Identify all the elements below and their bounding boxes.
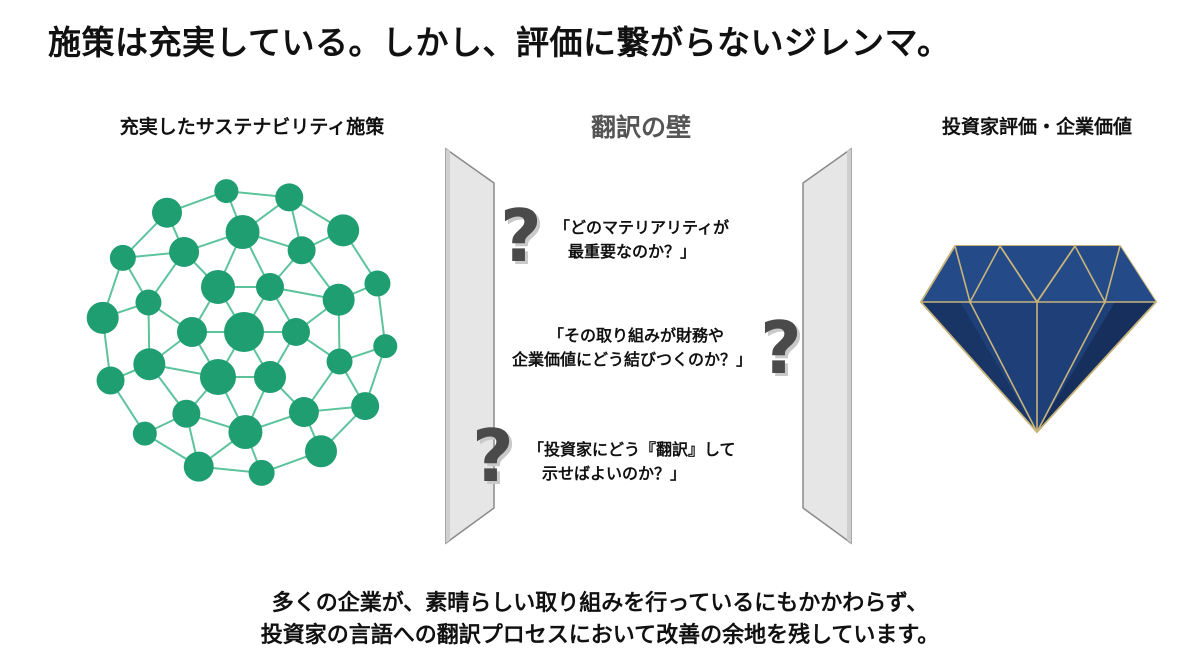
network-node: [322, 283, 355, 316]
network-node: [248, 459, 275, 486]
network-node: [373, 334, 398, 359]
network-node: [109, 244, 136, 271]
network-node: [172, 399, 201, 428]
network-graphic: [86, 179, 398, 486]
question-mark-icon-2: ?: [760, 306, 802, 390]
network-node: [287, 236, 316, 265]
bottom-caption: 多くの企業が、素晴らしい取り組みを行っているにもかかわらず、 投資家の言語への翻…: [0, 588, 1200, 652]
left-wall-edge: [446, 149, 450, 543]
question-1-line-1: 「どのマテリアリティが: [554, 218, 730, 237]
network-node: [254, 361, 286, 394]
network-node: [135, 289, 162, 316]
left-column-label: 充実したサステナビリティ施策: [119, 116, 385, 138]
network-node: [133, 348, 166, 381]
network-node: [326, 348, 353, 375]
network-node: [228, 414, 263, 449]
network-node: [305, 435, 338, 468]
network-node: [86, 301, 119, 334]
question-2-line-2: 企業価値にどう結びつくのか？」: [512, 350, 753, 369]
network-node: [256, 272, 284, 301]
question-3-line-1: 「投資家にどう『翻訳』して: [528, 440, 736, 459]
network-node: [201, 269, 235, 304]
question-1-line-2: 最重要なのか？」: [568, 242, 697, 261]
wall-label: 翻訳の壁: [590, 113, 692, 142]
network-node: [351, 392, 380, 421]
bottom-caption-line-1: 多くの企業が、素晴らしい取り組みを行っているにもかかわらず、: [271, 591, 929, 616]
network-node: [132, 421, 157, 446]
question-mark-icon-3: ?: [472, 414, 514, 498]
right-wall: [802, 147, 852, 545]
network-node: [364, 270, 391, 297]
question-3: 「投資家にどう『翻訳』して 示せばよいのか？」: [528, 438, 736, 486]
network-node: [214, 179, 239, 204]
network-node: [177, 317, 207, 347]
network-node: [327, 214, 360, 247]
network-node: [225, 215, 260, 250]
page-title: 施策は充実している。しかし、評価に繋がらないジレンマ。: [48, 23, 951, 62]
network-node: [224, 312, 264, 352]
network-node: [282, 318, 310, 346]
right-column-label: 投資家評価・企業価値: [941, 116, 1133, 138]
question-mark-icon-1: ?: [500, 194, 542, 278]
question-1: 「どのマテリアリティが 最重要なのか？」: [554, 216, 729, 264]
question-3-line-2: 示せばよいのか？」: [542, 464, 687, 483]
network-node: [200, 359, 236, 396]
network-node: [183, 451, 214, 482]
network-node: [96, 366, 125, 395]
network-node: [151, 197, 182, 228]
network-node: [169, 236, 200, 267]
question-2: 「その取り組みが財務や 企業価値にどう結びつくのか？」: [512, 324, 752, 372]
bottom-caption-line-2: 投資家の言語への翻訳プロセスにおいて改善の余地を残しています。: [260, 623, 940, 648]
question-2-line-1: 「その取り組みが財務や: [548, 326, 725, 345]
network-node: [288, 397, 319, 428]
network-node: [275, 183, 304, 212]
right-wall-edge: [847, 149, 851, 543]
diamond-icon: [919, 244, 1158, 434]
